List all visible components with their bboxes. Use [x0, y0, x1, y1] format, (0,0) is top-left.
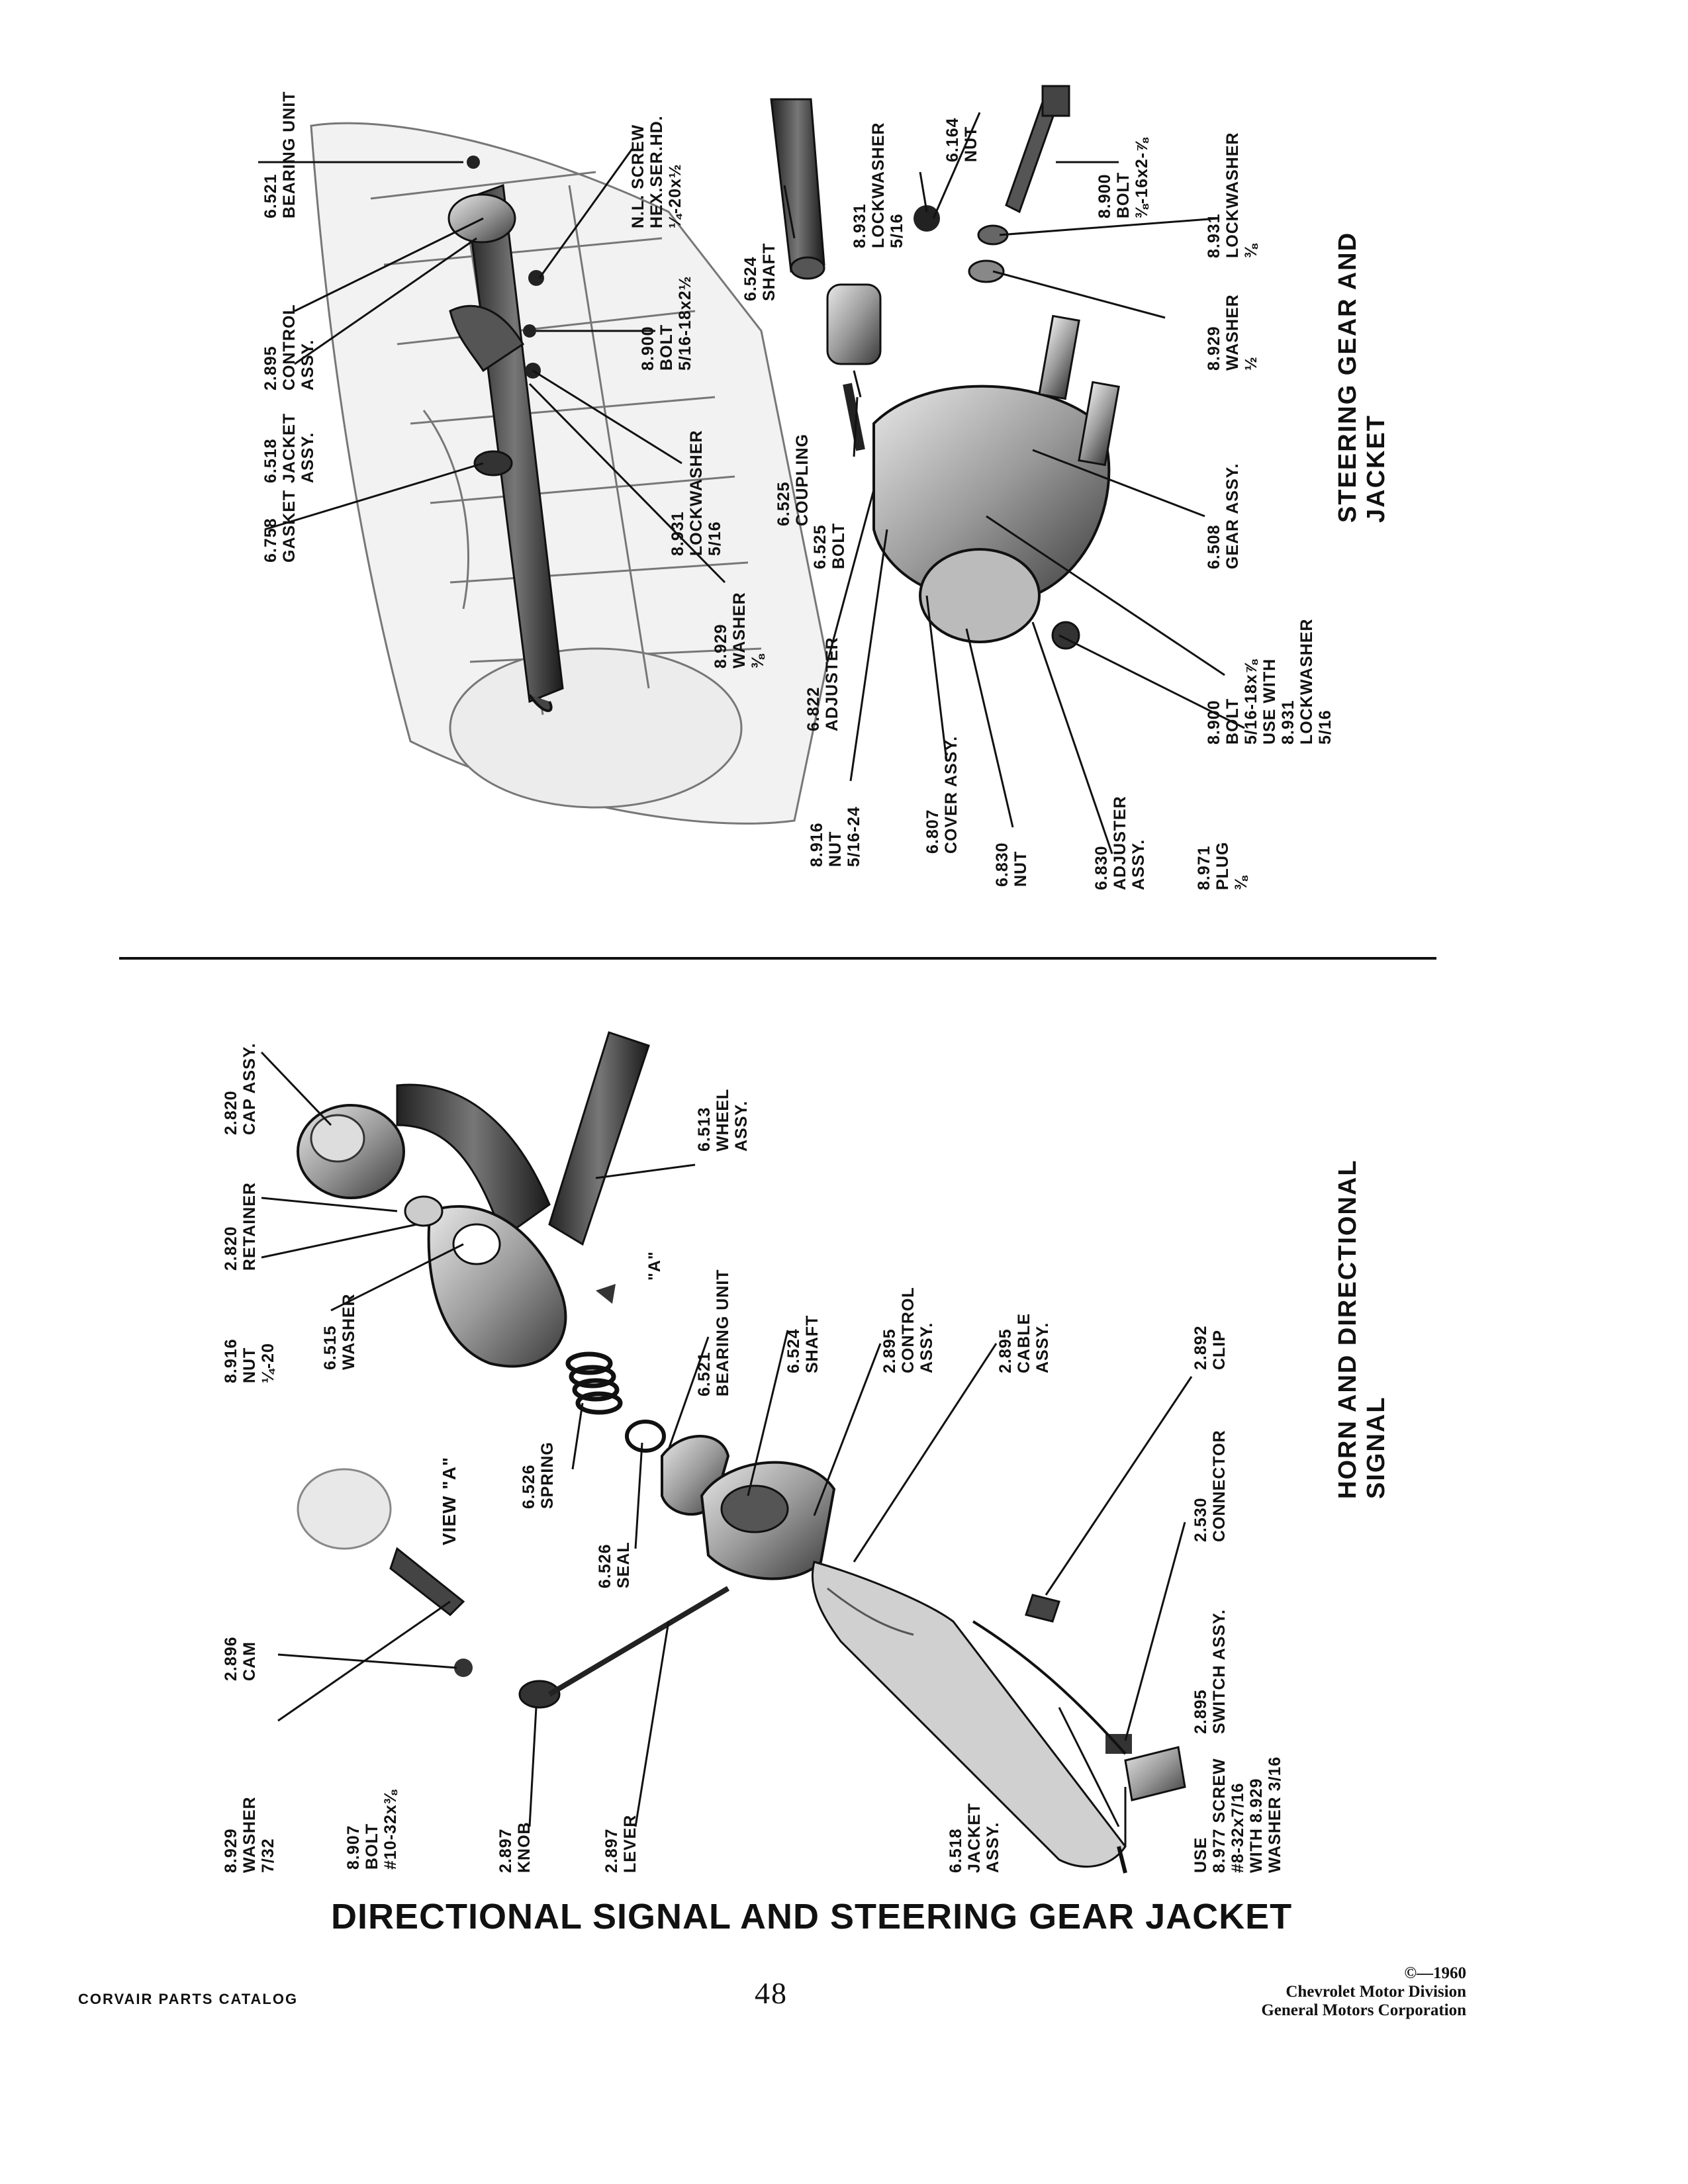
label-washer-6515: 6.515 WASHER [321, 1293, 358, 1370]
label-bolt-8907: 8.907 BOLT #10-32x⅜ [344, 1790, 400, 1870]
label-bolt-8900-c: 8.900 BOLT ⅜-16x2-⅞ [1096, 138, 1151, 218]
copyright-corporation: General Motors Corporation [1261, 2001, 1466, 2019]
label-plug-8971: 8.971 PLUG ⅜ [1195, 841, 1250, 890]
label-washer-8929-a: 8.929 WASHER ⅜ [712, 592, 767, 668]
label-adjuster-6822: 6.822 ADJUSTER [804, 637, 841, 731]
label-cable-assy-2895: 2.895 CABLE ASSY. [996, 1312, 1052, 1373]
label-retainer-2820: 2.820 RETAINER [222, 1182, 259, 1271]
label-cover-assy-6807: 6.807 COVER ASSY. [923, 735, 961, 854]
label-knob-2897: 2.897 KNOB [496, 1821, 534, 1873]
label-bearing-unit-6521: 6.521 BEARING UNIT [695, 1269, 732, 1396]
label-connector-2530: 2.530 CONNECTOR [1192, 1430, 1229, 1542]
label-lever-2897: 2.897 LEVER [602, 1814, 639, 1873]
caption-horn-and-directional-signal: HORN AND DIRECTIONAL SIGNAL [1334, 1160, 1390, 1499]
steering-column [447, 156, 564, 712]
label-washer-8929: 8.929 WASHER 7/32 [222, 1796, 277, 1873]
label-jacket-assy-6518: 6.518 JACKET ASSY. [947, 1802, 1002, 1873]
label-seal-6526: 6.526 SEAL [596, 1541, 633, 1588]
label-coupling-6525: 6.525 COUPLING [774, 433, 812, 526]
label-view-a-marker: "A" [645, 1251, 664, 1281]
label-spring-6526: 6.526 SPRING [520, 1441, 557, 1509]
horn-directional-parts [297, 1031, 1186, 1874]
label-control-assy-2895: 2.895 CONTROL ASSY. [880, 1287, 936, 1373]
label-bolt-8900-a: 8.900 BOLT 5/16-18x2½ [639, 275, 694, 371]
label-nut-8916: 8.916 NUT ¼-20 [222, 1338, 277, 1383]
label-nl-screw: N.L. SCREW HEX.SER.HD. ¼-20x½ [629, 115, 684, 228]
label-shaft-6524: 6.524 SHAFT [784, 1314, 821, 1373]
label-cam-2896: 2.896 CAM [222, 1636, 259, 1681]
label-lockwasher-8931-b: 8.931 LOCKWASHER ⅜ [1205, 132, 1260, 258]
label-cap-assy-2820: 2.820 CAP ASSY. [222, 1042, 259, 1135]
caption-steering-gear-and-jacket: STEERING GEAR AND JACKET [1334, 231, 1390, 523]
car-body-sketch [310, 122, 829, 825]
copyright-block: ©—1960 Chevrolet Motor Division General … [1261, 1964, 1466, 2020]
label-washer-8929-b: 8.929 WASHER ½ [1205, 294, 1260, 371]
label-clip-2892: 2.892 CLIP [1192, 1325, 1229, 1370]
label-bearing-unit-6521: 6.521 BEARING UNIT [261, 91, 299, 218]
label-jacket-assy-6518: 6.518 JACKET ASSY. [261, 412, 317, 483]
label-gear-assy-6508: 6.508 GEAR ASSY. [1205, 463, 1242, 569]
catalog-name: CORVAIR PARTS CATALOG [78, 1991, 299, 2007]
label-lockwasher-8931-a: 8.931 LOCKWASHER 5/16 [669, 430, 724, 556]
label-bolt-6525: 6.525 BOLT [811, 522, 848, 569]
label-switch-assy-2895: 2.895 SWITCH ASSY. [1192, 1609, 1229, 1734]
label-control-assy-2895: 2.895 CONTROL ASSY. [261, 304, 317, 390]
label-adjuster-assy-6830: 6.830 ADJUSTER ASSY. [1092, 796, 1148, 890]
label-nut-6164: 6.164 NUT [943, 117, 980, 162]
label-wheel-assy-6513: 6.513 WHEEL ASSY. [695, 1088, 751, 1152]
label-gasket-6758: 6.758 GASKET [261, 489, 299, 563]
upper-leader-lines [258, 112, 1245, 854]
label-bolt-8900-b: 8.900 BOLT 5/16-18x⅞ USE WITH 8.931 LOCK… [1205, 618, 1335, 745]
copyright-year: ©—1960 [1404, 1964, 1466, 1982]
label-view-a: VIEW "A" [439, 1456, 459, 1545]
steering-gear-parts [770, 85, 1120, 650]
label-nut-8916: 8.916 NUT 5/16-24 [808, 806, 863, 867]
label-use-screw-8977: USE 8.977 SCREW #8-32x7/16 WITH 8.929 WA… [1192, 1756, 1284, 1873]
label-shaft-6524: 6.524 SHAFT [741, 242, 778, 301]
copyright-division: Chevrolet Motor Division [1286, 1983, 1466, 2001]
page-number: 48 [755, 1976, 788, 2010]
label-nut-6830: 6.830 NUT [993, 842, 1030, 887]
page-title: DIRECTIONAL SIGNAL AND STEERING GEAR JAC… [331, 1897, 1293, 1936]
label-lockwasher-8931-c: 8.931 LOCKWASHER 5/16 [851, 122, 906, 248]
lower-leader-lines [260, 1051, 1193, 1846]
